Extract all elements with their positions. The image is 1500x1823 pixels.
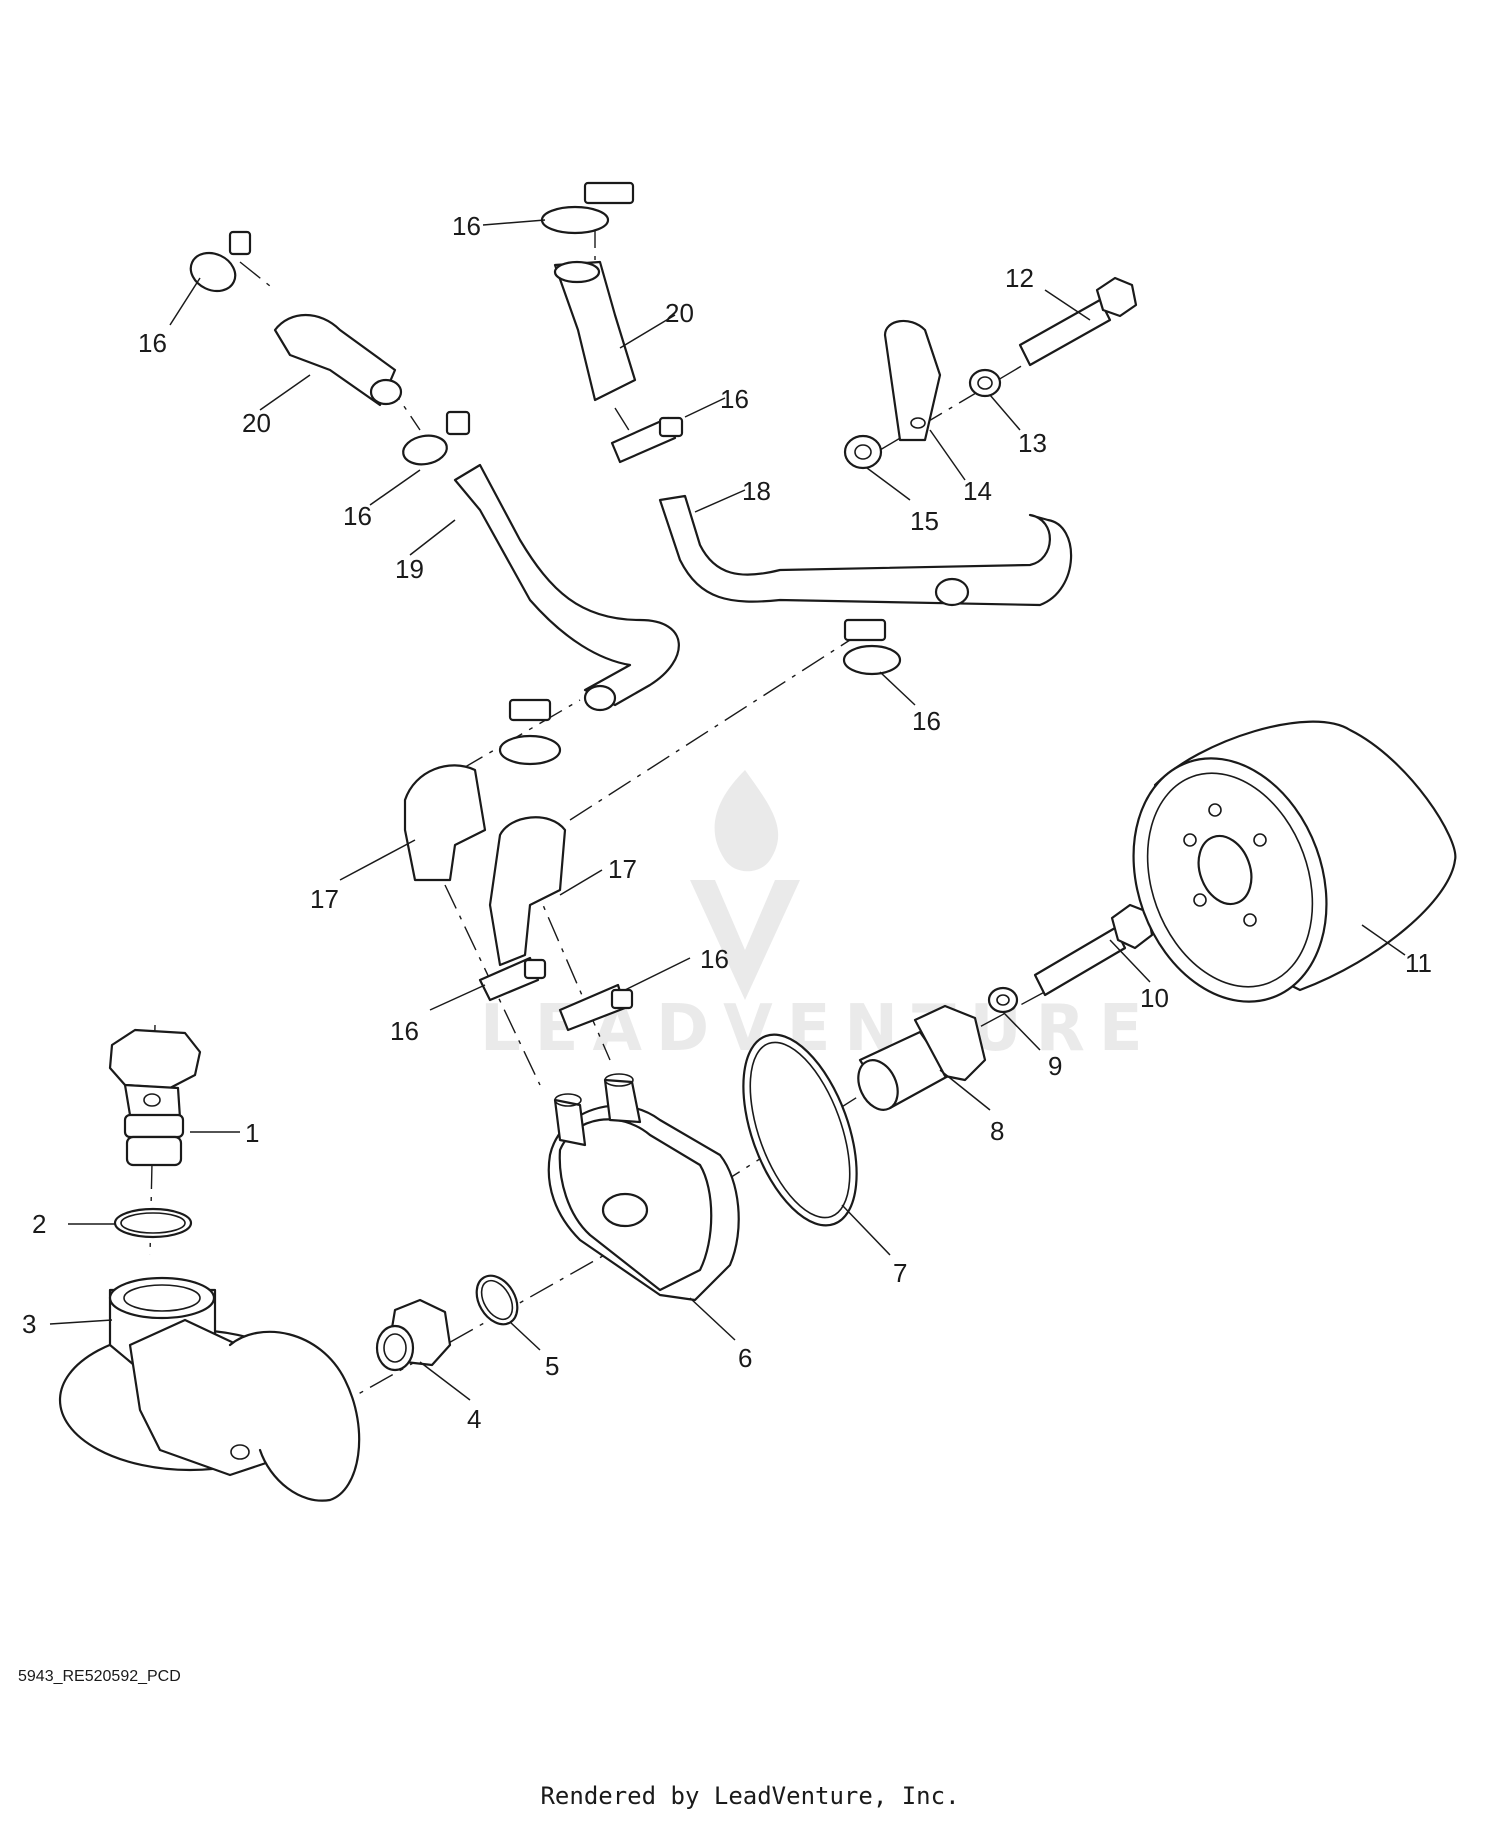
part-6-oil-cooler: [547, 1073, 740, 1302]
callout-16d: 16: [343, 501, 372, 531]
part-10-bolt: [1033, 903, 1154, 997]
clamp: [498, 698, 562, 766]
part-17-elbow-hoses: [403, 764, 567, 967]
callout-4: 4: [467, 1404, 481, 1434]
part-5-o-ring: [475, 1274, 519, 1326]
callout-10: 10: [1140, 983, 1169, 1013]
callout-20a: 20: [665, 298, 694, 328]
part-14-bracket: [883, 319, 942, 442]
leader-lines: [49, 219, 1406, 1401]
callout-16e: 16: [912, 706, 941, 736]
clamp: [842, 618, 902, 676]
callout-13: 13: [1018, 428, 1047, 458]
clamp: [610, 416, 684, 464]
callout-20b: 20: [242, 408, 271, 438]
part-1-plug: [108, 1028, 202, 1167]
part-15-spacer: [843, 434, 883, 470]
part-4-fitting: [375, 1298, 452, 1372]
callout-3: 3: [22, 1309, 36, 1339]
callout-15: 15: [910, 506, 939, 536]
callout-14: 14: [963, 476, 992, 506]
callout-16b: 16: [138, 328, 167, 358]
part-2-o-ring: [113, 1207, 193, 1239]
part-16-hose-clamps: [189, 181, 902, 1032]
diagram-code: 5943_RE520592_PCD: [18, 1668, 181, 1685]
part-18-pipe: [658, 494, 1073, 607]
clamp: [402, 410, 471, 466]
callout-2: 2: [32, 1209, 46, 1239]
part-13-washer: [968, 368, 1002, 398]
callout-16a: 16: [452, 211, 481, 241]
part-12-bolt: [1018, 276, 1138, 367]
callout-5: 5: [545, 1351, 559, 1381]
callout-9: 9: [1048, 1051, 1062, 1081]
callout-numbers: 1 2 3 4 5 6 7 8 9 10 11 12 13 14 15 16 1…: [22, 211, 1432, 1434]
callout-16f: 16: [700, 944, 729, 974]
callout-11: 11: [1405, 948, 1432, 978]
callout-7: 7: [893, 1258, 907, 1288]
part-3-filter-housing: [58, 1276, 361, 1502]
clamp: [478, 956, 547, 1002]
part-7-large-o-ring: [742, 1033, 858, 1227]
part-19-pipe: [453, 463, 680, 712]
callout-12: 12: [1005, 263, 1034, 293]
clamp: [189, 230, 252, 293]
clamp: [558, 983, 634, 1032]
part-11-oil-filter: [1132, 720, 1457, 1003]
callout-16g: 16: [390, 1016, 419, 1046]
part-20-hose-sleeves: [273, 260, 637, 407]
callout-19: 19: [395, 554, 424, 584]
part-8-threaded-nipple: [857, 1004, 987, 1111]
render-credit: Rendered by LeadVenture, Inc.: [540, 1782, 960, 1810]
callout-18: 18: [742, 476, 771, 506]
callout-1: 1: [245, 1118, 259, 1148]
clamp: [540, 181, 635, 235]
callout-17a: 17: [310, 884, 339, 914]
part-9-washer: [987, 986, 1019, 1014]
callout-8: 8: [990, 1116, 1004, 1146]
callout-16c: 16: [720, 384, 749, 414]
callout-6: 6: [738, 1343, 752, 1373]
callout-17b: 17: [608, 854, 637, 884]
